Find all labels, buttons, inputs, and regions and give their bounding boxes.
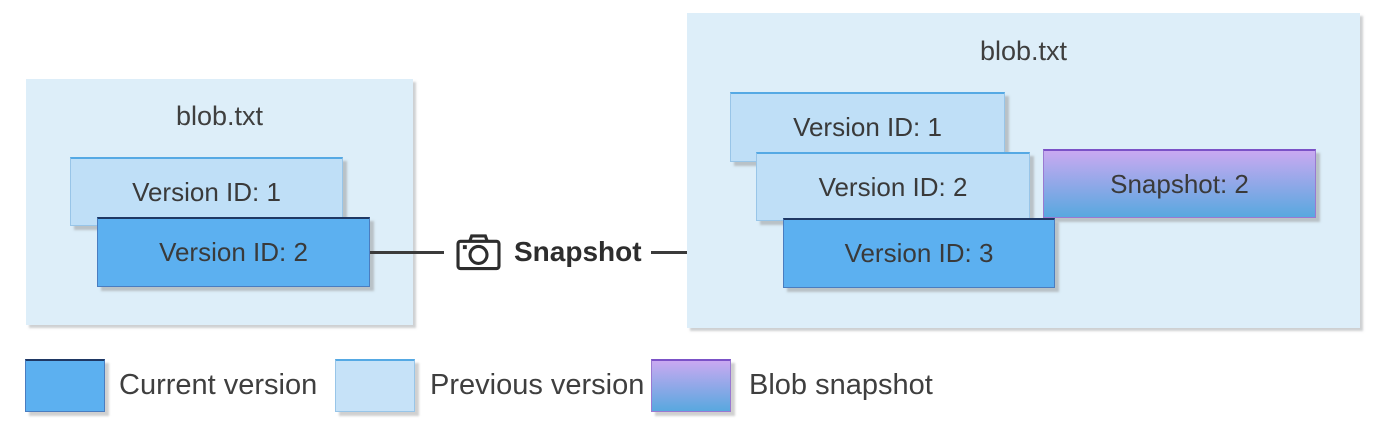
legend-swatch-blob-snapshot: [651, 359, 731, 412]
snapshot-label: Snapshot: [514, 236, 642, 267]
right-version-3-label: Version ID: 3: [844, 238, 994, 268]
right-version-2-box: Version ID: 2: [756, 152, 1030, 221]
legend-swatch-previous-version: [335, 359, 415, 412]
legend-label-current-version: Current version: [119, 369, 318, 401]
legend-swatch-current-version: [25, 359, 105, 412]
left-version-1-box: Version ID: 1: [70, 157, 343, 226]
camera-icon: [456, 234, 501, 271]
right-snapshot-2-box: Snapshot: 2: [1043, 149, 1316, 218]
right-blob-title: blob.txt: [979, 36, 1068, 66]
left-version-2-label: Version ID: 2: [159, 237, 308, 267]
right-snapshot-2-label: Snapshot: 2: [1110, 168, 1249, 199]
left-version-1-label: Version ID: 1: [132, 176, 281, 207]
right-version-2-label: Version ID: 2: [818, 171, 968, 202]
right-version-1-label: Version ID: 1: [793, 112, 942, 142]
snapshot-connector-left-line: [370, 251, 444, 254]
legend-label-blob-snapshot: Blob snapshot: [749, 369, 933, 401]
right-version-1-box: Version ID: 1: [730, 92, 1005, 162]
right-version-3-box: Version ID: 3: [783, 218, 1055, 288]
left-blob-title: blob.txt: [175, 101, 264, 131]
left-version-2-box: Version ID: 2: [97, 217, 370, 287]
snapshot-connector-label-group: Snapshot: [455, 230, 642, 274]
legend-label-previous-version: Previous version: [430, 369, 645, 401]
